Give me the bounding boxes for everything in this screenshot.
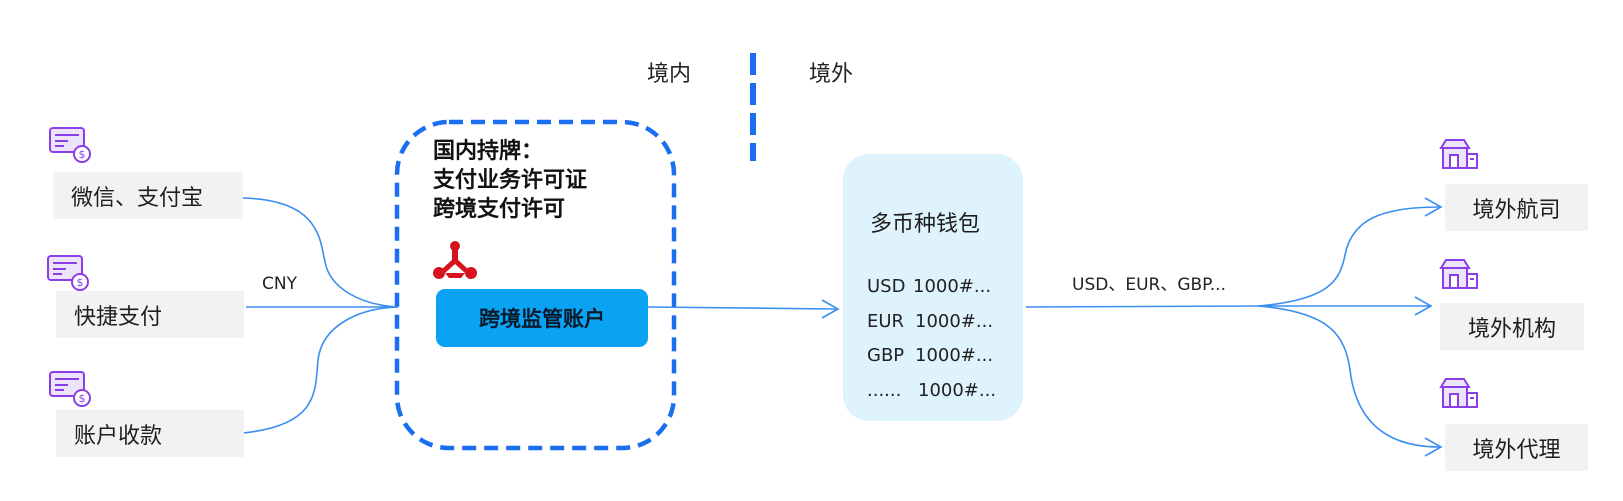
destination-node-institution: 境外机构 [1440,303,1584,350]
wallet-row-currency: ...... [867,380,902,401]
wallet-title: 多币种钱包 [870,212,981,237]
source-curve-wechat [242,197,399,308]
wallet-row-currency: GBP [867,345,905,366]
source-curve-account [242,306,399,434]
license-line-1: 国内持牌： [433,139,544,164]
wallet-row-amount: 1000#... [915,311,994,332]
license-line-2: 支付业务许可证 [433,168,588,193]
arrowhead-agent [1424,437,1443,457]
dest-curve-agent [1257,305,1441,448]
dest-curve-airline [1257,206,1441,307]
wallet-row-currency: EUR [867,311,905,332]
wallet-row-amount: 1000#... [915,345,994,366]
license-text: 国内持牌： 支付业务许可证 跨境支付许可 [433,137,587,224]
license-line-3: 跨境支付许可 [433,197,566,222]
licensed-container-border [394,119,677,451]
svg-text:$: $ [79,148,86,161]
wallet-row-amount: 1000#... [913,276,992,297]
building-icon [1439,139,1478,169]
card-dollar-icon: $ [47,255,89,291]
bank-logo-icon [433,241,477,279]
cross-border-supervised-account: 跨境监管账户 [436,289,648,347]
region-label-domestic: 境内 [647,62,692,87]
destination-node-airline: 境外航司 [1445,184,1588,231]
source-node-account-collection: 账户收款 [56,410,244,457]
wallet-row: USD 1000#... [867,276,991,297]
card-dollar-icon: $ [49,371,91,407]
wallet-row: ...... 1000#... [867,380,996,401]
arrowhead-wallet [821,299,840,319]
source-node-quickpay: 快捷支付 [56,291,244,338]
cny-label: CNY [262,274,297,294]
wallet-row: GBP 1000#... [867,345,993,366]
wallet-row-currency: USD [867,276,906,297]
account-to-wallet-line [647,306,837,310]
region-label-overseas: 境外 [809,62,854,87]
currency-list-label: USD、EUR、GBP... [1072,275,1226,295]
arrowhead-institution [1414,296,1433,316]
card-dollar-icon: $ [49,127,91,163]
wallet-out-line [1025,305,1259,308]
arrowhead-airline [1424,197,1443,217]
building-icon [1439,259,1478,289]
source-node-wechat-alipay: 微信、支付宝 [53,172,243,219]
wallet-row-amount: 1000#... [918,380,997,401]
svg-text:$: $ [77,276,84,289]
building-icon [1439,378,1478,408]
wallet-row: EUR 1000#... [867,311,993,332]
multi-currency-wallet: 多币种钱包 USD 1000#... EUR 1000#... GBP 1000… [843,154,1023,421]
svg-text:$: $ [79,392,86,405]
destination-node-agent: 境外代理 [1445,424,1588,471]
